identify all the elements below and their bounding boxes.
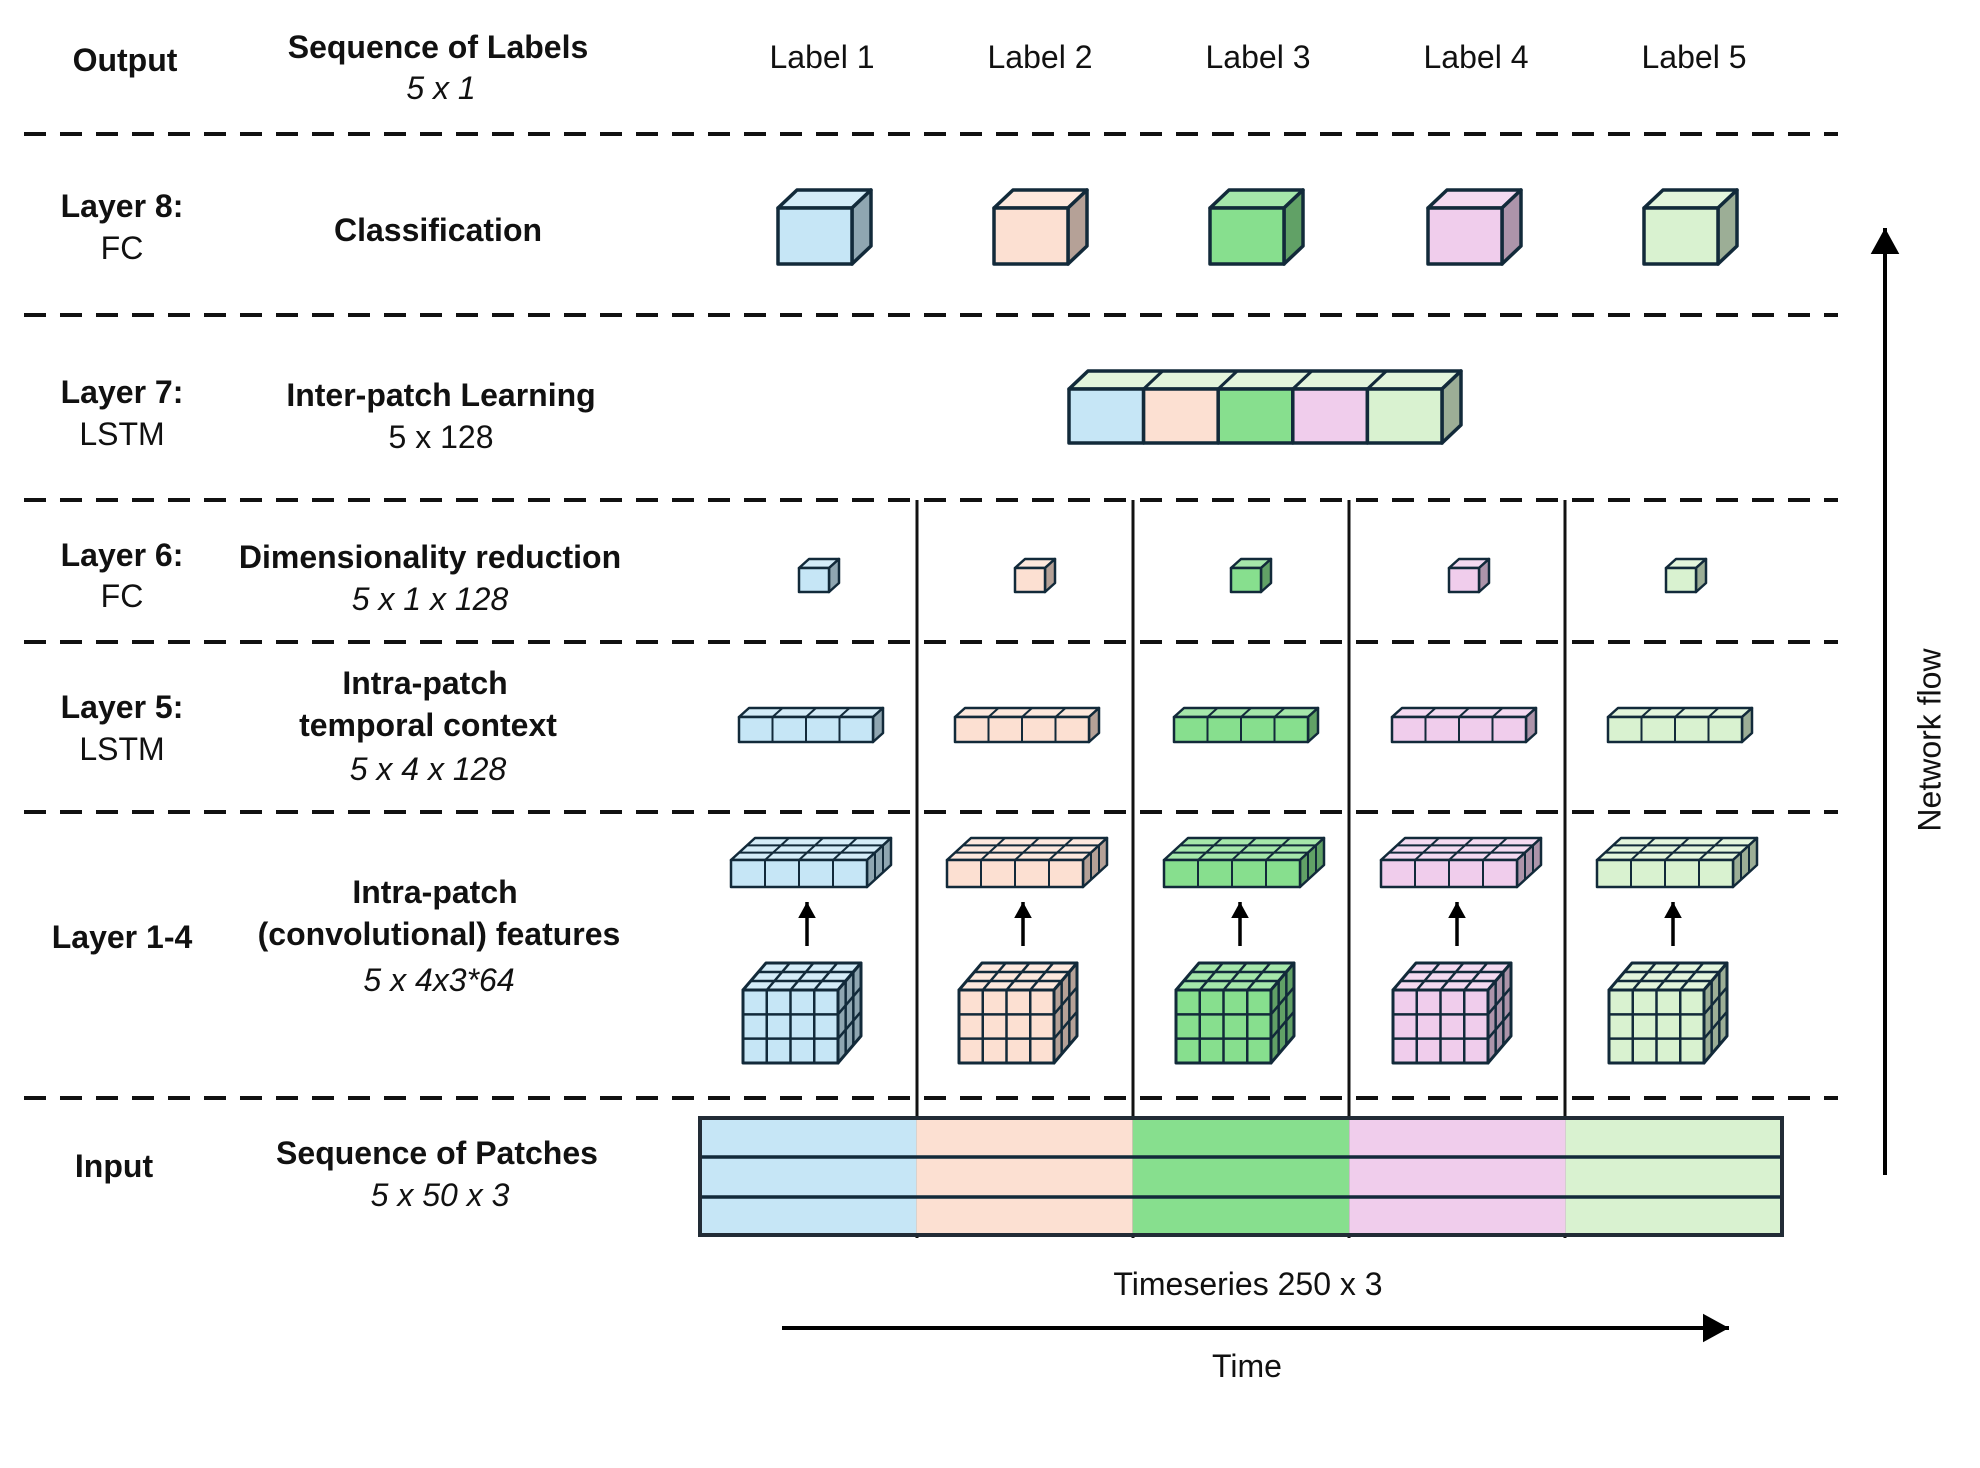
layer8-title: Classification (333, 212, 543, 248)
label-5: Label 5 (1641, 39, 1747, 75)
classification-cube-5 (1642, 188, 1739, 266)
reduction-cube-2 (1013, 557, 1057, 594)
timeseries-label: Timeseries 250 x 3 (1113, 1266, 1383, 1302)
layer6-title: Dimensionality reduction (238, 539, 622, 575)
layer5-strips (737, 706, 1754, 744)
network-flow-arrow (1870, 228, 1900, 1175)
row-label-layer1-4: Layer 1-4 (51, 919, 193, 955)
row-label-output: Output (72, 42, 178, 78)
classification-cube-2 (992, 188, 1089, 266)
input-patch-5 (1565, 1118, 1782, 1235)
feature-map-3 (1162, 836, 1326, 889)
feature-arrow-5 (1664, 902, 1682, 946)
output-dim: 5 x 1 (406, 70, 476, 106)
conv-cube-5 (1607, 961, 1729, 1065)
network-flow-label: Network flow (1911, 648, 1948, 832)
label-4: Label 4 (1423, 39, 1529, 75)
layer7-title: Inter-patch Learning (286, 377, 596, 413)
input-patches (698, 1116, 1784, 1237)
layer5-title-line1: Intra-patch (342, 665, 508, 701)
row-label-layer5: Layer 5: (60, 689, 184, 725)
row-label-layer8: Layer 8: (60, 188, 184, 224)
feature-map-4 (1379, 836, 1543, 889)
label-3: Label 3 (1205, 39, 1311, 75)
conv-cube-4 (1391, 961, 1513, 1065)
layer7-dim: 5 x 128 (388, 419, 494, 455)
reduction-cube-4 (1447, 557, 1491, 594)
row-type-layer5: LSTM (79, 731, 165, 767)
reduction-cube-3 (1229, 557, 1273, 594)
time-axis-label: Time (1212, 1348, 1282, 1384)
classification-cube-1 (776, 188, 873, 266)
input-patch-4 (1349, 1118, 1566, 1235)
feature-arrow-4 (1448, 902, 1466, 946)
layer6-dim: 5 x 1 x 128 (351, 581, 509, 617)
layer1-4-dim: 5 x 4x3*64 (363, 962, 515, 998)
layer5-title-line2: temporal context (299, 707, 557, 743)
conv-cube-3 (1174, 961, 1296, 1065)
row-label-input: Input (74, 1148, 154, 1184)
label-2: Label 2 (987, 39, 1093, 75)
layer8-cubes (776, 188, 1739, 266)
feature-map-5 (1595, 836, 1759, 889)
layer5-dim: 5 x 4 x 128 (349, 751, 507, 787)
row-type-layer6: FC (100, 578, 144, 614)
patch-separators (915, 500, 1567, 1238)
input-patch-3 (1132, 1118, 1350, 1235)
feature-arrow-2 (1014, 902, 1032, 946)
time-arrow (782, 1313, 1729, 1343)
input-patch-1 (700, 1118, 917, 1235)
input-title: Sequence of Patches (276, 1135, 598, 1171)
layer6-cubes (797, 557, 1708, 594)
conv-cube-1 (741, 961, 863, 1065)
temporal-strip-3 (1172, 706, 1320, 744)
classification-cube-4 (1426, 188, 1523, 266)
temporal-strip-2 (953, 706, 1101, 744)
input-dim: 5 x 50 x 3 (370, 1177, 510, 1213)
reduction-cube-5 (1664, 557, 1708, 594)
temporal-strip-4 (1390, 706, 1538, 744)
row-dividers (24, 132, 1838, 1100)
layer7-lstm-block (1067, 369, 1463, 445)
feature-map-2 (945, 836, 1109, 889)
conv-cube-2 (957, 961, 1079, 1065)
input-outline (698, 1116, 1784, 1237)
row-type-layer8: FC (100, 230, 144, 266)
reduction-cube-1 (797, 557, 841, 594)
temporal-strip-5 (1606, 706, 1754, 744)
row-label-layer7: Layer 7: (60, 374, 184, 410)
feature-arrow-1 (798, 902, 816, 946)
input-patch-2 (916, 1118, 1133, 1235)
row-type-layer7: LSTM (79, 416, 165, 452)
row-label-layer6: Layer 6: (60, 537, 184, 573)
classification-cube-3 (1208, 188, 1305, 266)
layer1-4-features (729, 836, 1759, 1065)
output-title: Sequence of Labels (287, 29, 589, 65)
feature-arrow-3 (1231, 902, 1249, 946)
feature-map-1 (729, 836, 893, 889)
temporal-strip-1 (737, 706, 885, 744)
label-1: Label 1 (769, 39, 875, 75)
layer1-4-title-line2: (convolutional) features (257, 916, 621, 952)
layer1-4-title-line1: Intra-patch (352, 874, 518, 910)
